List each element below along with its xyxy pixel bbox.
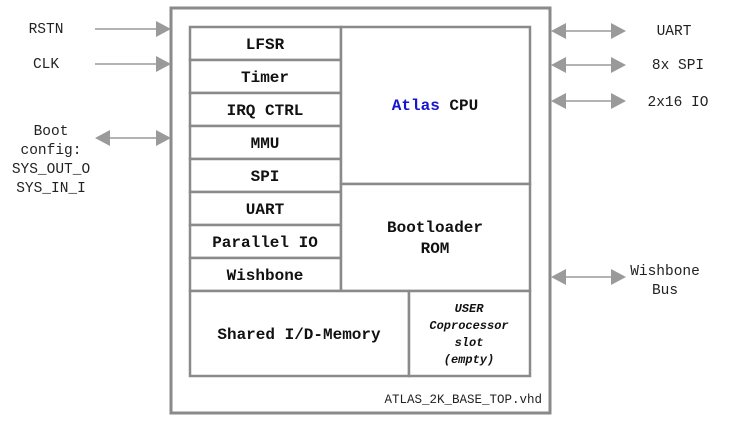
coprocessor-label-line3: slot — [455, 336, 484, 350]
module-timer-label: Timer — [241, 69, 289, 87]
shared-memory-label: Shared I/D-Memory — [217, 326, 381, 344]
module-mmu-label: MMU — [251, 135, 280, 153]
wishbone-bus-label-line1: Wishbone — [630, 264, 700, 280]
boot-config-arrow-head-right — [156, 130, 171, 146]
spi-arrow-head-left — [551, 57, 566, 73]
uart-arrow-head-right — [611, 23, 626, 39]
cpu-box — [339, 25, 532, 186]
module-uart-label: UART — [246, 201, 285, 219]
coprocessor-box — [407, 289, 532, 378]
clk-arrow-head — [156, 56, 171, 72]
coprocessor-label-line4: (empty) — [444, 353, 494, 367]
bootloader-label-line1: Bootloader — [387, 219, 483, 237]
io-arrow-head-left — [551, 93, 566, 109]
top-file-label: ATLAS_2K_BASE_TOP.vhd — [384, 393, 542, 407]
module-pio-label: Parallel IO — [212, 234, 318, 252]
uart-signal-label: UART — [657, 24, 692, 40]
io-arrow-head-right — [611, 93, 626, 109]
wishbone-bus-label-line2: Bus — [652, 283, 678, 299]
wishbone-bus-arrow-head-right — [611, 269, 626, 285]
cpu-label: Atlas CPU — [392, 97, 478, 115]
bootloader-box — [339, 182, 532, 293]
module-pio-box — [188, 223, 343, 260]
bootloader-label-line2: ROM — [421, 240, 450, 258]
spi-signal-label: 8x SPI — [652, 58, 704, 74]
module-lfsr-label: LFSR — [246, 36, 285, 54]
coprocessor-label-line2: Coprocessor — [429, 319, 508, 333]
boot-config-line3: SYS_OUT_O — [12, 162, 90, 178]
boot-config-arrow-head-left — [95, 130, 110, 146]
cpu-name-accent: Atlas — [392, 97, 440, 115]
io-signal-label: 2x16 IO — [648, 95, 709, 111]
boot-config-line2: config: — [21, 143, 82, 159]
wishbone-bus-arrow-head-left — [551, 269, 566, 285]
coprocessor-label-line1: USER — [455, 302, 485, 316]
cpu-name-rest: CPU — [449, 97, 478, 115]
module-spi-label: SPI — [251, 168, 280, 186]
boot-config-line1: Boot — [34, 124, 69, 140]
boot-config-line4: SYS_IN_I — [16, 181, 86, 197]
module-irq-label: IRQ CTRL — [227, 102, 304, 120]
module-wishbone-label: Wishbone — [227, 267, 304, 285]
uart-arrow-head-left — [551, 23, 566, 39]
rstn-label: RSTN — [29, 22, 64, 38]
spi-arrow-head-right — [611, 57, 626, 73]
rstn-arrow-head — [156, 21, 171, 37]
clk-label: CLK — [33, 57, 59, 73]
